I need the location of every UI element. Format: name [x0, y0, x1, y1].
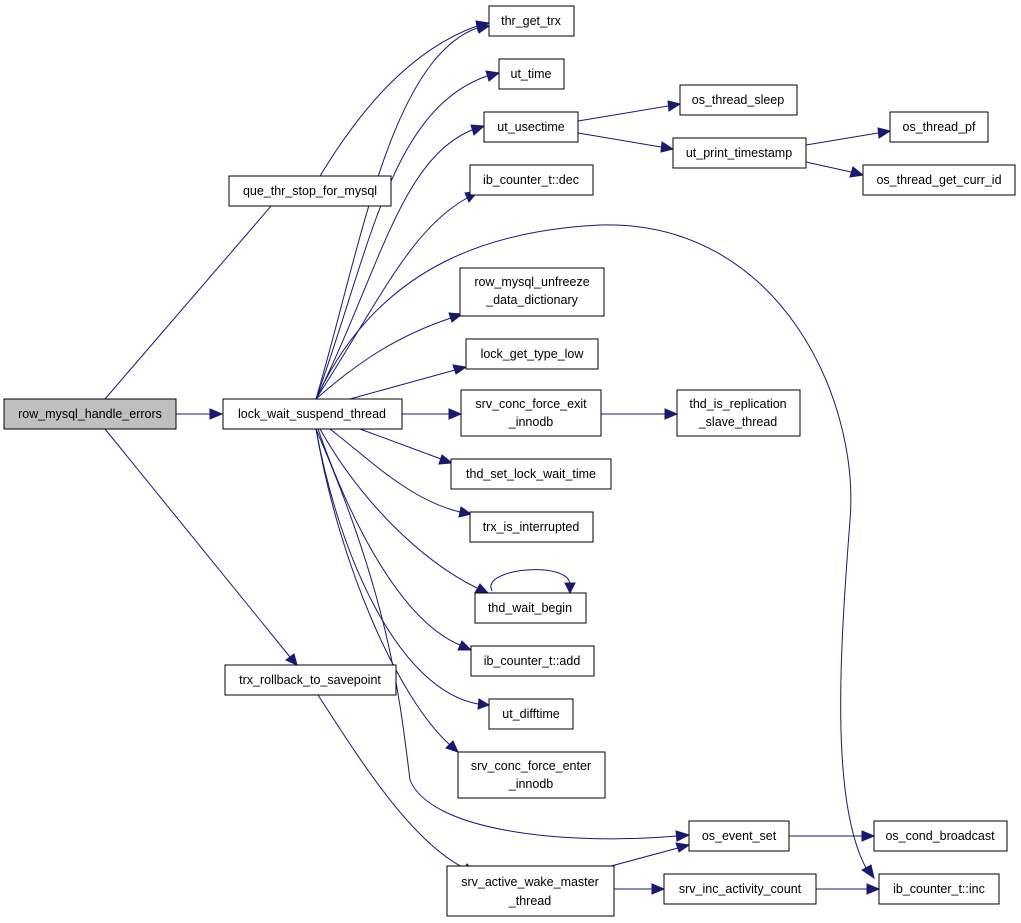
- node-row-mysql-unfreeze-data-dictionary[interactable]: row_mysql_unfreeze _data_dictionary: [459, 267, 605, 317]
- node-ib-counter-inc[interactable]: ib_counter_t::inc: [878, 873, 1000, 905]
- edge-srv-conc-force-exit-to-thd-is-replication: [601, 408, 679, 420]
- node-ib-counter-add[interactable]: ib_counter_t::add: [470, 645, 595, 677]
- edge-lock-wait-to-ut-difftime: [315, 428, 491, 710]
- node-ut-difftime[interactable]: ut_difftime: [488, 698, 574, 730]
- edge-lock-wait-to-thr-get-trx: [315, 22, 491, 400]
- node-label: trx_is_interrupted: [483, 520, 580, 534]
- node-lock-wait-suspend-thread[interactable]: lock_wait_suspend_thread: [222, 398, 403, 430]
- node-label: que_thr_stop_for_mysql: [243, 184, 377, 198]
- node-label: thd_set_lock_wait_time: [466, 467, 596, 481]
- edge-row-mysql-handle-errors-to-trx-rollback: [104, 428, 298, 666]
- node-label: ib_counter_t::add: [484, 654, 581, 668]
- node-label-line-1: row_mysql_unfreeze: [474, 275, 589, 289]
- edge-os-event-set-to-os-cond-broadcast: [789, 830, 876, 842]
- node-thd-wait-begin[interactable]: thd_wait_begin: [474, 592, 587, 624]
- edge-ut-print-timestamp-to-os-thread-get-curr-id: [805, 161, 865, 178]
- edge-lock-wait-to-thd-set-lock-wait-time: [359, 428, 454, 465]
- edge-lock-wait-to-row-mysql-unfreeze: [315, 312, 464, 400]
- edge-srv-inc-activity-count-to-ib-counter-inc: [816, 883, 881, 895]
- edge-srv-active-wake-to-srv-inc-activity-count: [614, 883, 666, 895]
- edge-lock-wait-to-srv-conc-force-exit: [402, 408, 463, 420]
- node-label: thr_get_trx: [501, 14, 562, 28]
- node-thd-set-lock-wait-time[interactable]: thd_set_lock_wait_time: [450, 458, 612, 490]
- edge-thd-wait-begin-self-loop: [490, 569, 576, 595]
- node-ib-counter-dec[interactable]: ib_counter_t::dec: [469, 164, 594, 196]
- node-label: ib_counter_t::inc: [893, 882, 985, 896]
- node-label: trx_rollback_to_savepoint: [239, 673, 381, 687]
- edge-ut-usectime-to-os-thread-sleep: [577, 100, 682, 122]
- edge-lock-wait-to-os-event-set: [315, 428, 691, 842]
- node-label-line-1: thd_is_replication: [689, 397, 786, 411]
- nodes: row_mysql_handle_errors que_thr_stop_for…: [3, 5, 1016, 917]
- edge-lock-wait-to-trx-is-interrupted: [329, 428, 473, 518]
- edge-lock-wait-to-lock-get-type-low: [349, 364, 468, 400]
- edge-srv-active-wake-to-os-event-set: [599, 842, 691, 870]
- edge-row-mysql-handle-errors-to-lock-wait: [176, 408, 224, 420]
- node-srv-inc-activity-count[interactable]: srv_inc_activity_count: [663, 873, 817, 905]
- node-que-thr-stop-for-mysql[interactable]: que_thr_stop_for_mysql: [228, 175, 392, 207]
- node-label: os_thread_pf: [903, 120, 977, 134]
- node-trx-is-interrupted[interactable]: trx_is_interrupted: [469, 511, 594, 543]
- node-label: lock_get_type_low: [481, 347, 585, 361]
- node-label-line-2: _innodb: [508, 777, 554, 791]
- edges: [104, 20, 892, 895]
- node-label-line-2: _data_dictionary: [485, 293, 578, 307]
- node-label-line-2: _thread: [508, 894, 551, 908]
- node-os-cond-broadcast[interactable]: os_cond_broadcast: [873, 820, 1008, 852]
- edge-ut-usectime-to-ut-print-timestamp: [577, 132, 675, 153]
- node-label: os_event_set: [702, 829, 777, 843]
- edge-lock-wait-to-ib-counter-inc: [315, 224, 875, 880]
- node-os-thread-pf[interactable]: os_thread_pf: [889, 111, 989, 143]
- node-label: ut_print_timestamp: [686, 146, 792, 160]
- node-ut-usectime[interactable]: ut_usectime: [483, 111, 579, 143]
- node-label-line-1: srv_active_wake_master: [461, 875, 599, 889]
- edge-lock-wait-to-ut-usectime: [315, 124, 486, 400]
- edge-row-mysql-handle-errors-to-que-thr-stop: [104, 176, 297, 400]
- node-label: os_thread_get_curr_id: [876, 173, 1001, 187]
- edge-que-thr-stop-to-thr-get-trx: [319, 20, 491, 177]
- node-label-line-1: srv_conc_force_enter: [471, 759, 591, 773]
- node-trx-rollback-to-savepoint[interactable]: trx_rollback_to_savepoint: [224, 664, 397, 696]
- node-srv-active-wake-master-thread[interactable]: srv_active_wake_master _thread: [446, 865, 615, 917]
- node-label: os_cond_broadcast: [885, 829, 995, 843]
- node-label: ut_difftime: [502, 707, 559, 721]
- node-label: ut_time: [511, 67, 552, 81]
- node-label: row_mysql_handle_errors: [18, 407, 162, 421]
- node-lock-get-type-low[interactable]: lock_get_type_low: [465, 338, 599, 370]
- node-label: thd_wait_begin: [488, 601, 572, 615]
- node-label-line-1: srv_conc_force_exit: [475, 397, 587, 411]
- edge-ut-print-timestamp-to-os-thread-pf: [805, 127, 892, 146]
- node-srv-conc-force-exit-innodb[interactable]: srv_conc_force_exit _innodb: [460, 389, 602, 437]
- edge-lock-wait-to-srv-conc-force-enter: [315, 428, 459, 753]
- node-row-mysql-handle-errors[interactable]: row_mysql_handle_errors: [3, 398, 177, 430]
- node-label: lock_wait_suspend_thread: [238, 407, 386, 421]
- node-os-event-set[interactable]: os_event_set: [688, 820, 790, 852]
- node-label: srv_inc_activity_count: [679, 882, 802, 896]
- node-ut-print-timestamp[interactable]: ut_print_timestamp: [672, 137, 807, 169]
- node-ut-time[interactable]: ut_time: [498, 58, 565, 90]
- node-thd-is-replication-slave-thread[interactable]: thd_is_replication _slave_thread: [676, 389, 801, 437]
- node-os-thread-get-curr-id[interactable]: os_thread_get_curr_id: [862, 164, 1016, 196]
- node-thr-get-trx[interactable]: thr_get_trx: [488, 5, 575, 37]
- node-label: os_thread_sleep: [692, 93, 784, 107]
- node-os-thread-sleep[interactable]: os_thread_sleep: [679, 84, 798, 116]
- node-label-line-2: _innodb: [508, 415, 554, 429]
- node-label: ib_counter_t::dec: [483, 173, 579, 187]
- node-label: ut_usectime: [497, 120, 564, 134]
- node-label-line-2: _slave_thread: [698, 415, 778, 429]
- edge-trx-rollback-to-srv-active-wake: [317, 694, 477, 874]
- node-srv-conc-force-enter-innodb[interactable]: srv_conc_force_enter _innodb: [457, 751, 606, 799]
